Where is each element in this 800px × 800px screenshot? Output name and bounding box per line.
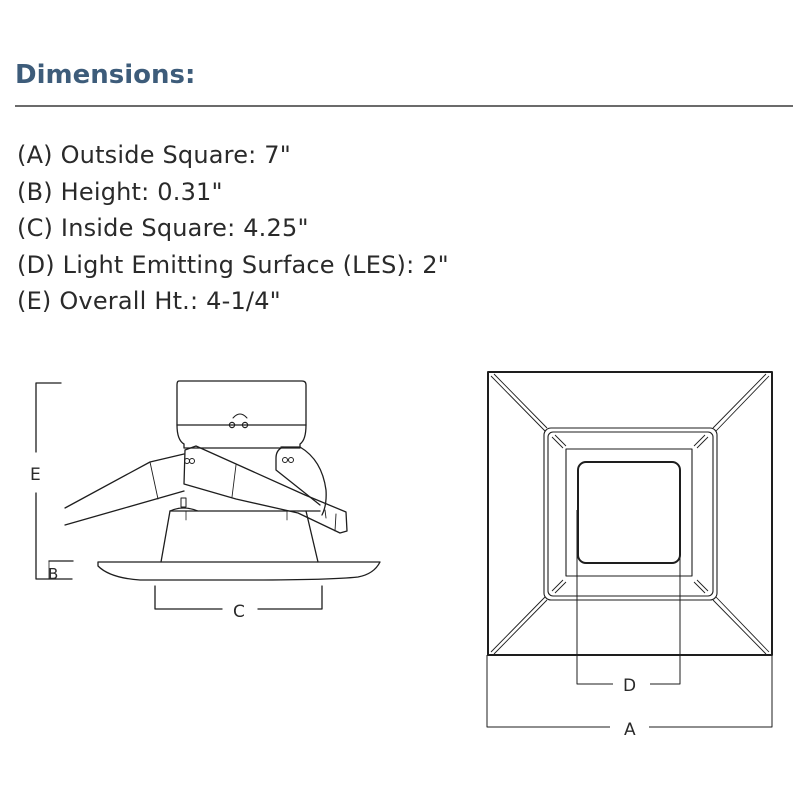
spec-outside-square: (A) Outside Square: 7" [17,141,292,169]
title-divider [15,105,793,107]
dimension-spec-list: (A) Outside Square: 7" (B) Height: 0.31"… [17,137,449,320]
label-a: A [624,720,636,740]
label-b: B [48,565,58,583]
spec-inside-square: (C) Inside Square: 4.25" [17,214,309,242]
label-c: C [233,602,245,622]
label-d: D [623,676,636,696]
spec-height: (B) Height: 0.31" [17,177,223,206]
page-title: Dimensions: [15,60,196,90]
spec-light-emitting-surface: (D) Light Emitting Surface (LES): 2" [17,250,449,279]
spec-overall-height: (E) Overall Ht.: 4-1/4" [17,287,281,315]
label-e: E [30,465,41,485]
